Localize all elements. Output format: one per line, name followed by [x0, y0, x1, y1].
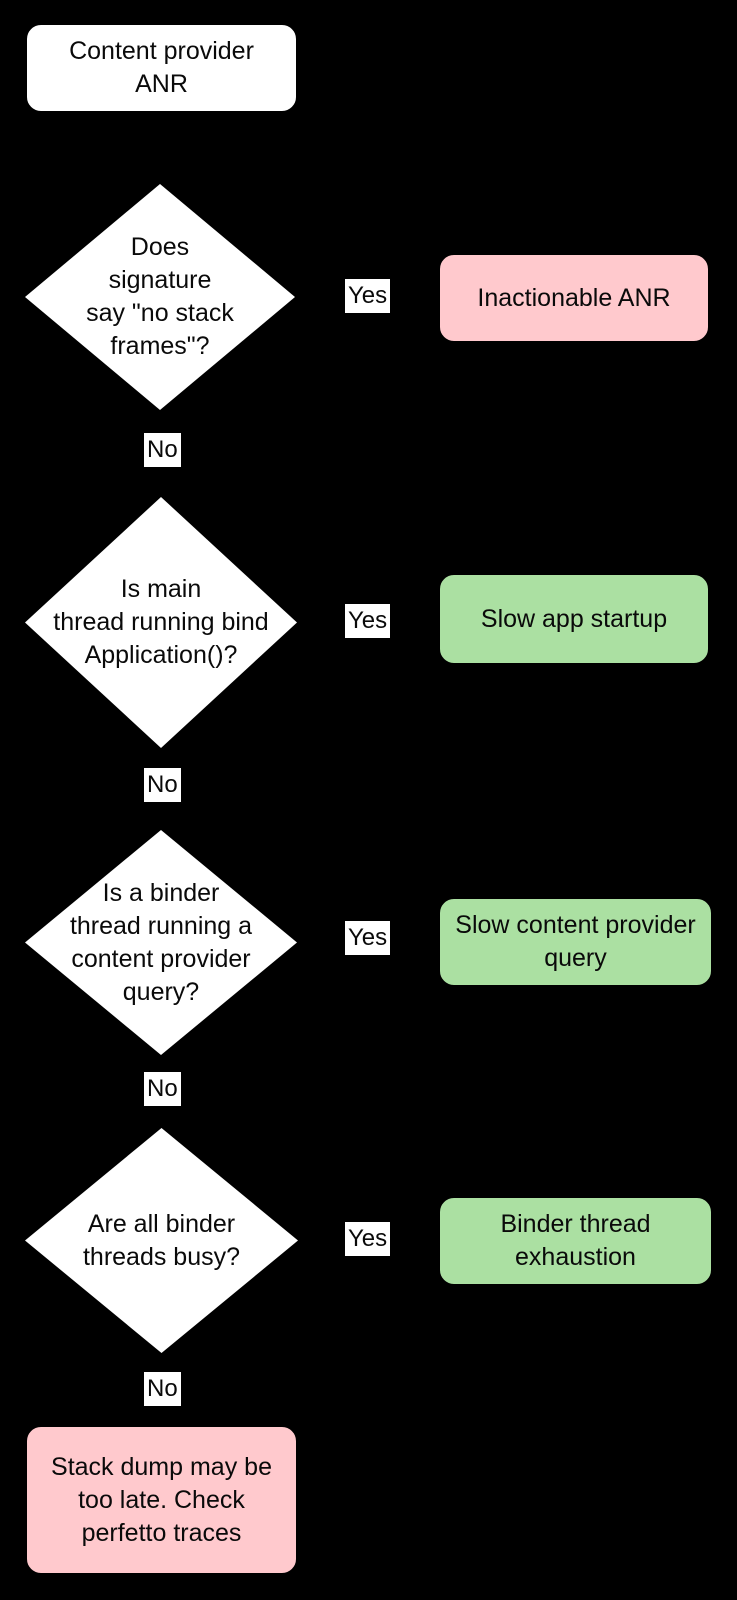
edge-label-no-3: No	[144, 1072, 181, 1106]
decision-binder-thread-content-provider-query: Is a binder thread running a content pro…	[25, 830, 297, 1055]
result-inactionable-anr: Inactionable ANR	[438, 253, 710, 343]
edge-label-no-4: No	[144, 1372, 181, 1406]
edge-label-yes-2: Yes	[345, 604, 391, 638]
result-slow-app-startup: Slow app startup	[438, 573, 710, 665]
result-slow-content-provider-query: Slow content provider query	[438, 897, 713, 987]
edge-label-yes-1: Yes	[345, 279, 391, 313]
terminal-stack-dump-perfetto: Stack dump may be too late. Check perfet…	[25, 1425, 298, 1575]
decision-no-stack-frames: Does signature say "no stack frames"?	[25, 184, 295, 410]
edge-label-no-1: No	[144, 433, 181, 467]
start-node-content-provider-anr: Content provider ANR	[25, 23, 298, 113]
edge-label-no-2: No	[144, 768, 181, 802]
connector-start-to-d1	[158, 113, 161, 184]
edge-label-yes-4: Yes	[345, 1222, 391, 1256]
edge-label-yes-3: Yes	[345, 921, 391, 955]
decision-main-thread-bind-application: Is main thread running bind Application(…	[25, 497, 297, 748]
decision-all-binder-threads-busy: Are all binder threads busy?	[25, 1128, 298, 1353]
result-binder-thread-exhaustion: Binder thread exhaustion	[438, 1196, 713, 1286]
